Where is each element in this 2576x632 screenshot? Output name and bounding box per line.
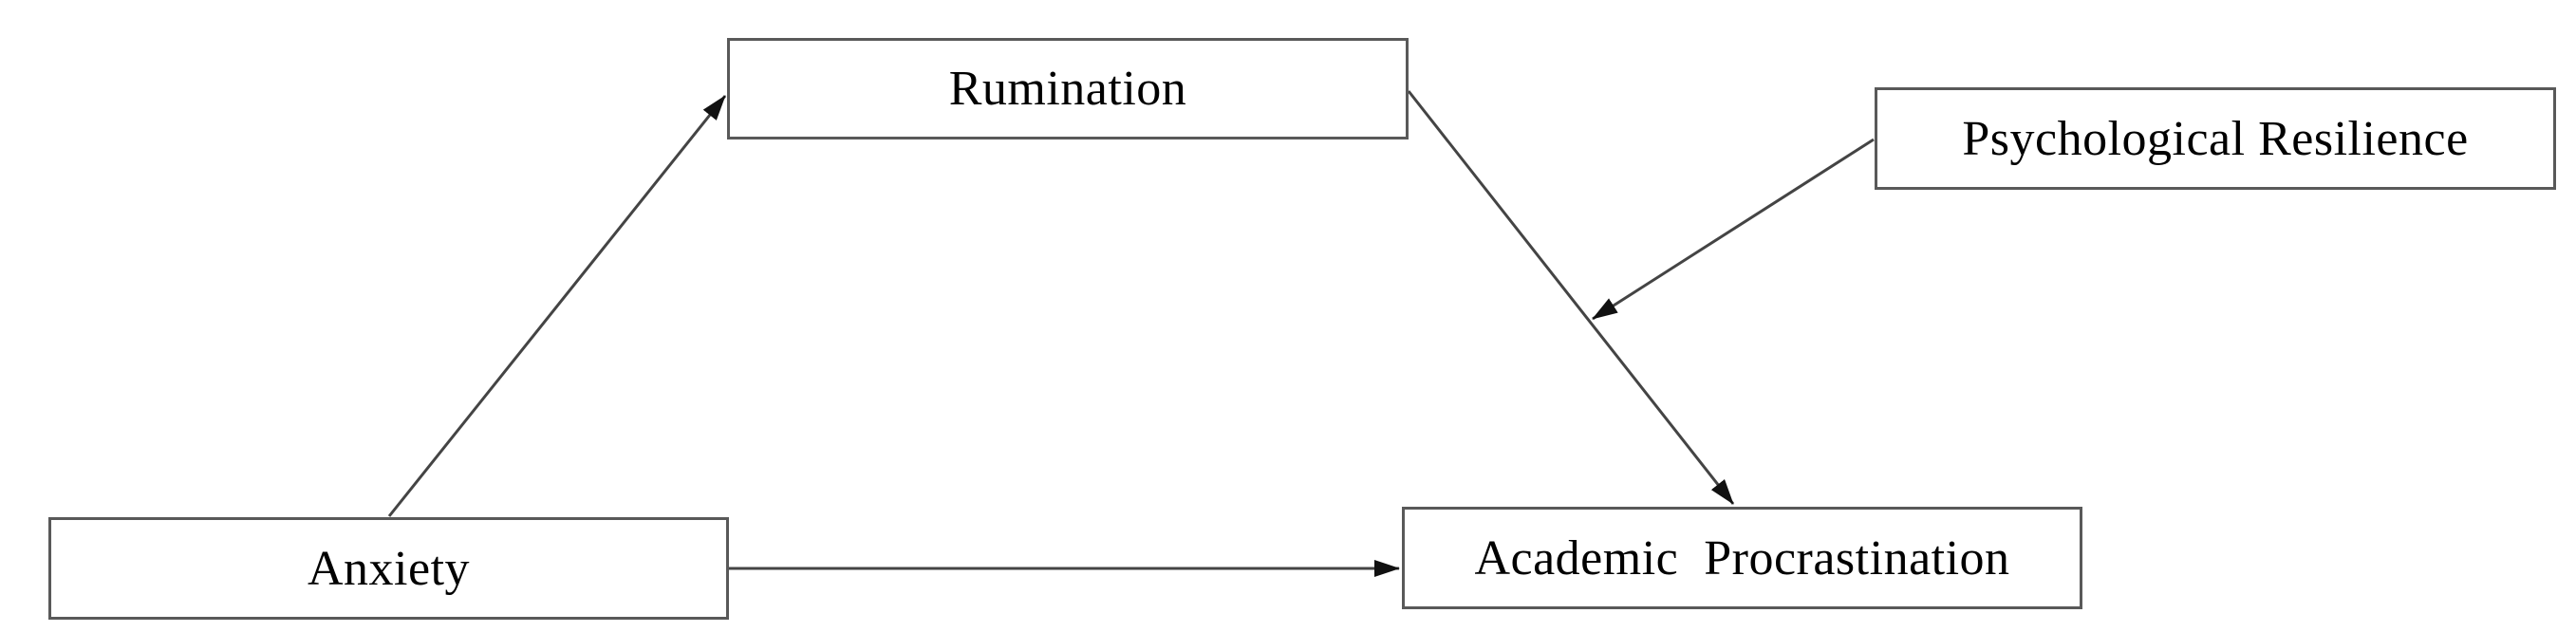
node-psychological-resilience: Psychological Resilience [1875, 87, 2556, 190]
node-anxiety-label: Anxiety [307, 541, 471, 596]
node-anxiety: Anxiety [48, 517, 729, 620]
arrow-rumination-to-procrastination [1407, 90, 1735, 505]
node-rumination: Rumination [727, 38, 1409, 139]
node-academic-procrastination-label: Academic Procrastination [1474, 530, 2010, 586]
arrow-resilience-to-mediation-path [1592, 138, 1875, 321]
node-psychological-resilience-label: Psychological Resilience [1962, 111, 2469, 166]
node-rumination-label: Rumination [948, 62, 1187, 116]
node-academic-procrastination: Academic Procrastination [1402, 507, 2082, 609]
arrow-anxiety-to-rumination [387, 95, 727, 517]
